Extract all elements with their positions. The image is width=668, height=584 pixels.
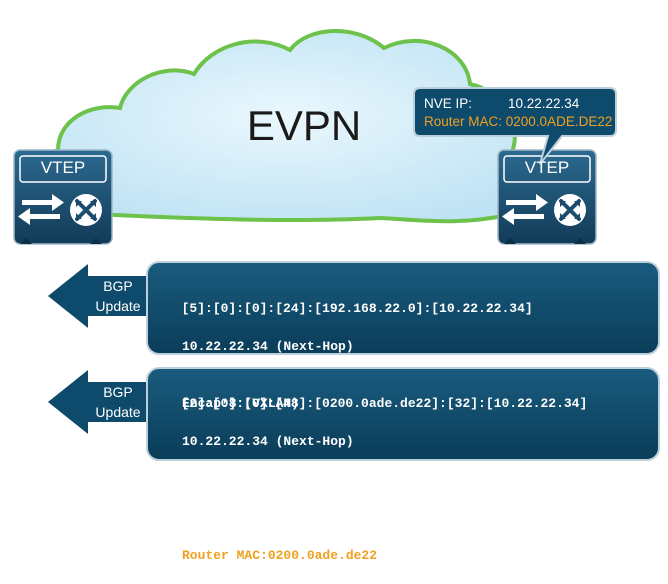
- bgp-update-arrow-2: [48, 370, 154, 434]
- route-2-encap: Encap:8 (VXLAN): [182, 491, 300, 506]
- bgp-update-1-line1: BGP: [103, 278, 133, 294]
- vtep-left: [13, 149, 113, 245]
- bgp-update-1-label: BGP Update: [84, 276, 152, 316]
- router-mac-line: Router MAC: 0200.0ADE.DE22: [424, 114, 613, 129]
- vtep-left-label: VTEP: [40, 158, 86, 177]
- bgp-update-arrow-1: [48, 264, 154, 328]
- route-2-router-mac: Router MAC:0200.0ade.de22: [182, 548, 378, 563]
- bgp-update-2-line2: Update: [95, 404, 141, 420]
- route-box-1-frame: [146, 261, 660, 355]
- switch-x-icon: [554, 194, 586, 226]
- evpn-diagram: EVPN: [13, 29, 660, 461]
- route-box-2-frame: [146, 367, 660, 461]
- vtep-right-label: VTEP: [524, 158, 570, 177]
- route-box-2: [2]:[0]:[0]:[48]:[0200.0ade.de22]:[32]:[…: [166, 375, 588, 584]
- route-2-prefix: [2]:[0]:[0]:[48]:[0200.0ade.de22]:[32]:[…: [181, 396, 588, 411]
- nve-ip-line: NVE IP: 10.22.22.34: [424, 96, 579, 111]
- swap-arrows-icon: [18, 194, 64, 225]
- vtep-right: [497, 149, 597, 245]
- nve-ip-key: NVE IP:: [424, 96, 473, 111]
- evpn-cloud: [25, 29, 546, 224]
- switch-x-icon: [70, 194, 102, 226]
- route-1-next-hop: 10.22.22.34 (Next-Hop): [182, 339, 354, 354]
- route-box-1: [5]:[0]:[0]:[24]:[192.168.22.0]:[10.22.2…: [166, 280, 533, 432]
- swap-arrows-icon: [502, 194, 548, 225]
- route-1-encap: Encap:8 (VXLAN): [182, 396, 300, 411]
- nve-ip-value: 10.22.22.34: [508, 96, 580, 111]
- route-2-next-hop: 10.22.22.34 (Next-Hop): [182, 434, 354, 449]
- nve-callout: [413, 87, 617, 165]
- bgp-update-2-label: BGP Update: [84, 382, 152, 422]
- route-1-prefix: [5]:[0]:[0]:[24]:[192.168.22.0]:[10.22.2…: [181, 301, 533, 316]
- cloud-label: EVPN: [247, 102, 361, 149]
- bgp-update-2-line1: BGP: [103, 384, 133, 400]
- bgp-update-1-line2: Update: [95, 298, 141, 314]
